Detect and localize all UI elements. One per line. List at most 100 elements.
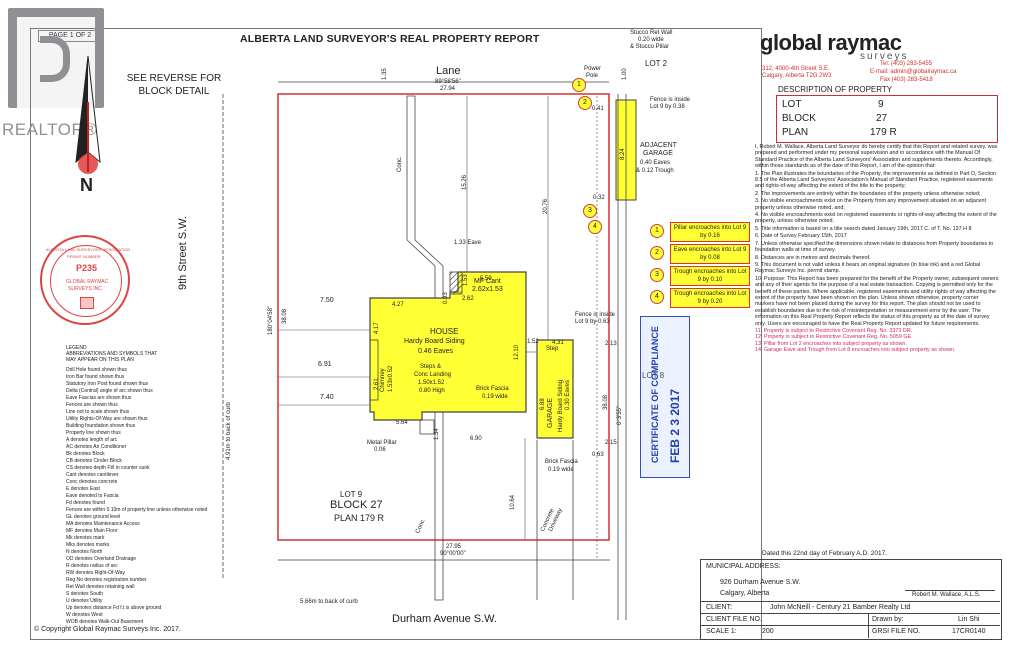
lot9-plan: PLAN 179 R: [334, 513, 385, 523]
certification-paragraph: 6. Date of Survey February 15th, 2017: [755, 233, 847, 240]
legend-item: Iron Bar found shown thus: [66, 374, 125, 380]
stucco-2: 0.20 wide: [638, 37, 664, 43]
dim-2-15: 2.15: [605, 440, 617, 446]
legend-item: RW denotes Right-Of-Way: [66, 570, 125, 576]
legend-heading: LEGEND: [66, 345, 87, 351]
legend-item: U denotes Utility: [66, 598, 103, 604]
encroachment-number: 4: [650, 290, 664, 304]
certification-text: I, Robert M. Wallace, Alberta Land Surve…: [755, 144, 999, 354]
landing-high: 0.80 High: [419, 388, 445, 394]
dim-7-40: 7.40: [320, 394, 334, 401]
permit-stamp: ALBERTA LAND SURVEYORS' ASSOCIATION PERM…: [40, 235, 130, 325]
stamp-permit-label: PERMIT NUMBER: [67, 254, 101, 259]
encroachment-number: 1: [650, 224, 664, 238]
lot8-label: LOT 8: [642, 371, 665, 380]
legend-item: Eave Fascias are shown thus: [66, 395, 132, 401]
north-label: N: [80, 175, 93, 195]
garage-label: GARAGE: [547, 398, 554, 428]
dim-north-len: 27.94: [440, 86, 456, 92]
municipal-line-1: 926 Durham Avenue S.W.: [720, 579, 801, 586]
dim-6-91: 6.91: [318, 361, 332, 368]
dim-10-64: 10.64: [510, 494, 516, 510]
brick-fascia-label: Brick Fascia: [476, 386, 509, 392]
legend-item: Line not to scale shown thus: [66, 409, 130, 415]
brick-fascia-wide: 0.19 wide: [482, 394, 508, 400]
certification-paragraph: 7. Unless otherwise specified the dimens…: [755, 240, 994, 254]
see-reverse-note: SEE REVERSE FOR BLOCK DETAIL: [126, 73, 222, 97]
adj-eaves: 0.40 Eaves: [640, 160, 671, 166]
fence-n-1: Fence is inside: [650, 97, 691, 103]
encroachment-marker-3: 3: [583, 204, 597, 218]
lot9-block: BLOCK 27: [330, 499, 383, 511]
dim-2-61: 2.61: [374, 378, 380, 390]
municipal-line-2: Calgary, Alberta: [720, 590, 770, 597]
report-title: ALBERTA LAND SURVEYOR'S REAL PROPERTY RE…: [240, 33, 540, 45]
stucco-1: Stucco Ret Wall: [630, 30, 673, 36]
lot-label: LOT: [782, 99, 802, 110]
lot2-label: LOT 2: [645, 59, 668, 68]
mf-cant-dim: 2.62x1.53: [472, 286, 503, 293]
dim-east-len: 38.08: [603, 394, 609, 410]
company-tel: Tel: (403) 283-5455: [880, 61, 933, 67]
property-box: [776, 95, 998, 143]
dim-2-62: 2.62: [462, 296, 474, 302]
legend-item: Mks denotes marks: [66, 542, 110, 548]
legend-item: MF denotes Main Floor: [66, 528, 118, 534]
page-frame: [30, 28, 762, 640]
drawn-by-value: Lin Shi: [958, 616, 980, 623]
lane-label: Lane: [436, 65, 461, 77]
client-value: John McNeill - Century 21 Bamber Realty …: [770, 604, 911, 611]
company-email: E-mail: admin@globalraymac.ca: [870, 69, 957, 75]
legend-item: Building foundation shown thus: [66, 423, 136, 429]
dim-5-64: 5.64: [396, 420, 408, 426]
steps-label: Steps &: [420, 364, 442, 370]
legend-item: E denotes East: [66, 486, 100, 492]
metal-pillar: Metal Pillar: [367, 440, 397, 446]
stamp-ring-text: ALBERTA LAND SURVEYORS' ASSOCIATION: [46, 247, 131, 252]
compliance-stamp: CERTIFICATE OF COMPLIANCE FEB 2 3 2017: [640, 316, 690, 478]
certification-paragraph: 9. This document is not valid unless it …: [755, 261, 981, 275]
garage-brick: Brick Fascia: [545, 459, 578, 465]
grsi-label: GRSI FILE NO.: [872, 628, 921, 635]
power-label: Power: [584, 66, 602, 72]
dim-west-bearing: 180°04'58": [268, 305, 274, 335]
grsi-value: 17CR0140: [952, 628, 986, 635]
scale-label: SCALE 1:: [706, 628, 737, 635]
dim-8-24: 8.24: [620, 148, 626, 160]
legend-item: Fd denotes found: [66, 500, 105, 506]
dim-1-00: 1.00: [622, 68, 628, 80]
dim-2-13: 2.13: [605, 341, 617, 347]
pole-label: Pole: [586, 73, 599, 79]
dim-0-93: 0.93: [443, 292, 449, 304]
legend-item: Reg No denotes registration number: [66, 577, 147, 583]
curb-west-label: 4.91m to back of curb: [226, 402, 232, 460]
client-label: CLIENT:: [706, 604, 733, 611]
copyright: © Copyright Global Raymac Surveys Inc. 2…: [34, 626, 181, 633]
dim-6-90: 6.90: [470, 436, 482, 442]
encroachment-number: 3: [650, 268, 664, 282]
encroachment-text: Eave encroaches into Lot 9 by 0.08: [670, 244, 750, 264]
lot-value: 9: [878, 99, 884, 110]
page-number: PAGE 1 OF 2: [48, 32, 92, 39]
legend-item: Fences are shown thus: [66, 402, 118, 408]
legend-item: GL denotes ground level: [66, 514, 121, 520]
encroachment-text: Trough encroaches into Lot 9 by 0.20: [670, 288, 750, 308]
garage-foundation: [536, 339, 574, 439]
garage-brick-wide: 0.19 wide: [548, 467, 574, 473]
encroachment-marker-1: 1: [572, 78, 586, 92]
chimney-dim: 1.53x0.52: [388, 365, 394, 392]
dim-1-35: 1.35: [382, 68, 388, 80]
landing-label: Conc Landing: [414, 372, 452, 378]
legend-item: Cant denotes cantilever: [66, 472, 119, 478]
legend-item: Eave denoted to Fascia: [66, 493, 119, 499]
municipal-label: MUNICIPAL ADDRESS:: [706, 563, 781, 570]
compliance-title: CERTIFICATE OF COMPLIANCE: [650, 326, 660, 463]
client-file-label: CLIENT FILE NO.: [706, 616, 762, 623]
house-siding: Hardy Board Siding: [404, 338, 465, 345]
dim-12-10: 12.10: [514, 344, 520, 360]
adj-garage-2: GARAGE: [643, 150, 673, 157]
plan-label: PLAN: [782, 127, 809, 138]
block-label: BLOCK: [782, 113, 816, 124]
